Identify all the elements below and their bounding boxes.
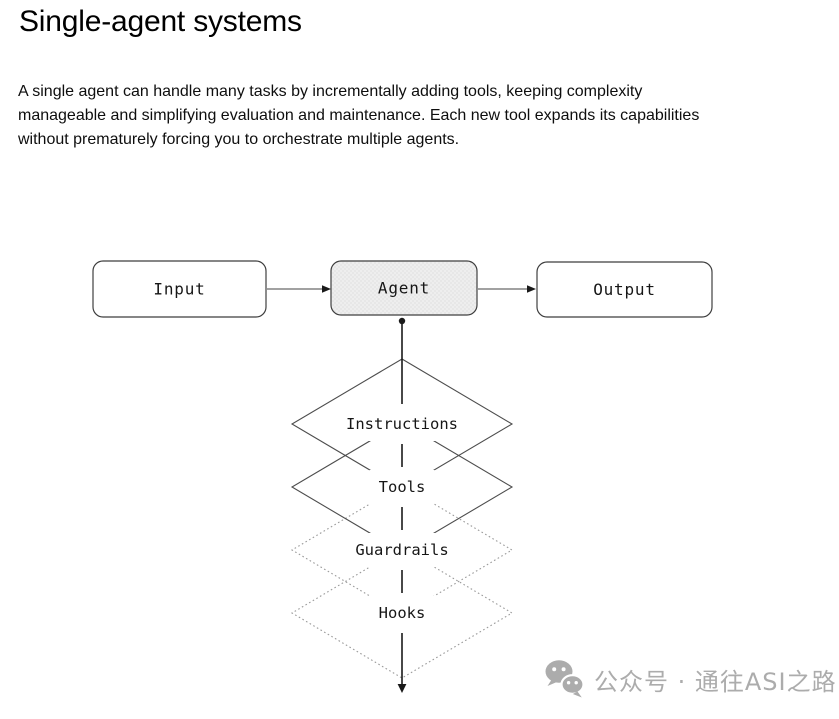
paragraph-line-2: manageable and simplifying evaluation an… bbox=[18, 107, 700, 124]
layer-label-guardrails: Guardrails bbox=[355, 541, 448, 559]
paragraph-line-3: without prematurely forcing you to orche… bbox=[18, 131, 460, 148]
page-title: Single-agent systems bbox=[19, 5, 302, 38]
agent-node bbox=[330, 260, 478, 316]
diamond-guardrails bbox=[290, 484, 514, 616]
flow-line-dot bbox=[398, 317, 406, 325]
label-mask bbox=[369, 470, 435, 504]
output-node-label: Output bbox=[593, 280, 656, 299]
label-mask bbox=[346, 533, 458, 567]
down-arrowhead-icon bbox=[397, 684, 407, 693]
layer-label-hooks: Hooks bbox=[379, 604, 426, 622]
input-node bbox=[92, 260, 267, 318]
diamond-hooks bbox=[290, 547, 514, 679]
watermark: 公众号 · 通往ASI之路 bbox=[544, 658, 837, 700]
right-arrowhead-icon bbox=[322, 285, 331, 293]
right-arrowhead-icon bbox=[527, 285, 536, 293]
input-node-label: Input bbox=[153, 280, 205, 299]
intro-paragraph: A single agent can handle many tasks by … bbox=[18, 80, 828, 152]
layer-label-instructions: Instructions bbox=[346, 415, 458, 433]
paragraph-line-1: A single agent can handle many tasks by … bbox=[18, 83, 643, 100]
agent-node-label: Agent bbox=[378, 279, 430, 298]
label-mask bbox=[337, 407, 467, 441]
label-mask bbox=[369, 596, 435, 630]
layer-label-tools: Tools bbox=[379, 478, 426, 496]
output-node bbox=[536, 261, 713, 318]
watermark-text: 公众号 · 通往ASI之路 bbox=[594, 667, 837, 696]
wechat-icon bbox=[545, 660, 585, 698]
